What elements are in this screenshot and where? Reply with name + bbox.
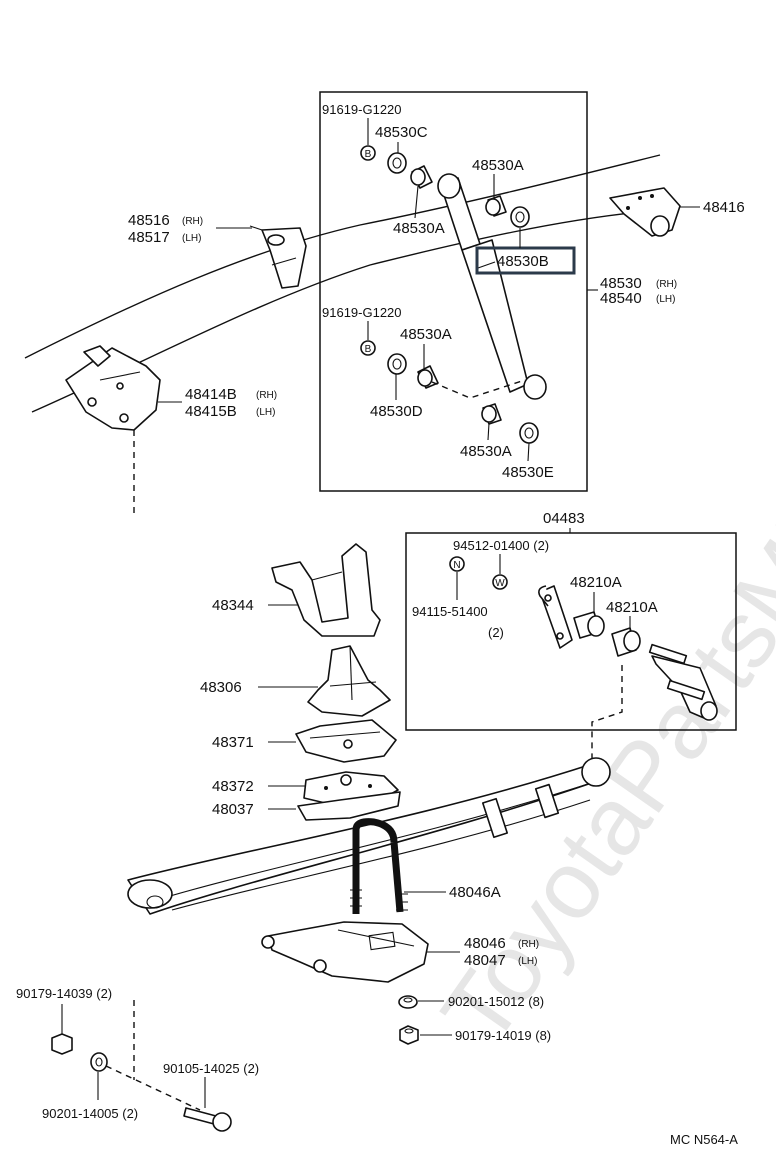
label-94512-01400: 94512-01400 (2) — [453, 538, 549, 553]
label-48530E: 48530E — [502, 464, 554, 481]
svg-text:(RH): (RH) — [256, 390, 277, 401]
nut-90179-14019[interactable] — [399, 1025, 419, 1045]
label-48517: 48517 — [128, 229, 170, 246]
nut-90179-14039[interactable] — [51, 1033, 73, 1055]
label-94115-51400: 94115-51400 — [412, 604, 488, 619]
label-48530A-upper-left: 48530A — [393, 220, 445, 237]
label-48530C: 48530C — [375, 124, 428, 141]
spring-seat-48371[interactable] — [295, 719, 397, 763]
label-94115-qty: (2) — [488, 625, 504, 640]
marker-b-upper: B — [360, 145, 376, 161]
marker-n: N — [449, 556, 465, 572]
svg-text:(RH): (RH) — [518, 939, 539, 950]
svg-text:(LH): (LH) — [656, 294, 675, 305]
label-48416: 48416 — [703, 199, 745, 216]
label-04483: 04483 — [543, 510, 585, 527]
label-48046: 48046 — [464, 935, 506, 952]
bracket-48416[interactable] — [609, 187, 681, 237]
shackle-plate[interactable] — [538, 585, 573, 649]
shock-absorber-group-box — [319, 91, 588, 492]
bushing-48530A-lower-left[interactable] — [417, 365, 439, 389]
u-bolt-seat-48046[interactable] — [261, 921, 429, 983]
bushing-48530A-upper-left[interactable] — [410, 165, 433, 189]
bumper-48306[interactable] — [307, 645, 391, 717]
label-48530A-upper-right: 48530A — [472, 157, 524, 174]
label-90201-15012: 90201-15012 (8) — [448, 994, 544, 1009]
shackle-group-box — [405, 532, 737, 731]
label-48530A-lower-right: 48530A — [460, 443, 512, 460]
bushing-48530A-lower-right[interactable] — [481, 403, 502, 425]
bushing-48210A-right[interactable] — [611, 627, 641, 657]
svg-text:(LH): (LH) — [182, 233, 201, 244]
bushing-48210A-left[interactable] — [573, 611, 605, 639]
label-48210A-right: 48210A — [606, 599, 658, 616]
bushing-48530A-upper-right[interactable] — [485, 195, 507, 217]
diagram-code: MC N564-A — [670, 1132, 738, 1147]
shackle-pin-assembly[interactable] — [648, 643, 718, 721]
washer-90201-15012[interactable] — [398, 995, 418, 1009]
washer-48530B[interactable] — [510, 206, 530, 228]
label-90105-14025: 90105-14025 (2) — [163, 1061, 259, 1076]
bushing-48530C[interactable] — [387, 152, 407, 174]
spring-hanger-48516[interactable] — [249, 225, 307, 289]
svg-text:N: N — [453, 560, 460, 571]
washer-90201-14005[interactable] — [90, 1052, 108, 1072]
label-48530B[interactable]: 48530B — [497, 253, 549, 270]
label-48530A-lower-left: 48530A — [400, 326, 452, 343]
label-48530: 48530 — [600, 275, 642, 292]
label-48540: 48540 — [600, 290, 642, 307]
shock-lower-assembly-path — [431, 379, 526, 399]
label-48344: 48344 — [212, 597, 254, 614]
u-bolt-48046A[interactable] — [350, 818, 408, 914]
label-48516: 48516 — [128, 212, 170, 229]
svg-text:(LH): (LH) — [256, 407, 275, 418]
label-48414B: 48414B — [185, 386, 237, 403]
bolt-90105-14025[interactable] — [183, 1107, 232, 1132]
svg-text:(RH): (RH) — [656, 279, 677, 290]
washer-48530E[interactable] — [519, 422, 539, 444]
label-48415B: 48415B — [185, 403, 237, 420]
label-91619-G1220-lower: 91619-G1220 — [322, 305, 402, 320]
label-90201-14005: 90201-14005 (2) — [42, 1106, 138, 1121]
marker-w: W — [492, 574, 508, 590]
shackle-assembly-path — [591, 665, 623, 760]
shock-absorber[interactable] — [437, 173, 547, 400]
label-48530D: 48530D — [370, 403, 423, 420]
label-48037: 48037 — [212, 801, 254, 818]
svg-text:B: B — [365, 344, 372, 355]
label-90179-14019: 90179-14019 (8) — [455, 1028, 551, 1043]
label-48306: 48306 — [200, 679, 242, 696]
bushing-48530D[interactable] — [387, 353, 407, 375]
label-48047: 48047 — [464, 952, 506, 969]
label-48372: 48372 — [212, 778, 254, 795]
label-48210A-left: 48210A — [570, 574, 622, 591]
label-90179-14039: 90179-14039 (2) — [16, 986, 112, 1001]
svg-text:(RH): (RH) — [182, 216, 203, 227]
svg-text:W: W — [495, 578, 505, 589]
plate-48037[interactable] — [297, 791, 401, 821]
label-48046A: 48046A — [449, 884, 501, 901]
label-48371: 48371 — [212, 734, 254, 751]
label-91619-G1220-upper: 91619-G1220 — [322, 102, 402, 117]
bumper-bracket-48344[interactable] — [271, 543, 381, 637]
leaf-spring[interactable] — [127, 757, 611, 915]
svg-text:B: B — [365, 149, 372, 160]
bracket-48414B[interactable] — [65, 345, 161, 431]
marker-b-lower: B — [360, 340, 376, 356]
highlight-box-48530B — [475, 246, 576, 275]
svg-text:(LH): (LH) — [518, 956, 537, 967]
